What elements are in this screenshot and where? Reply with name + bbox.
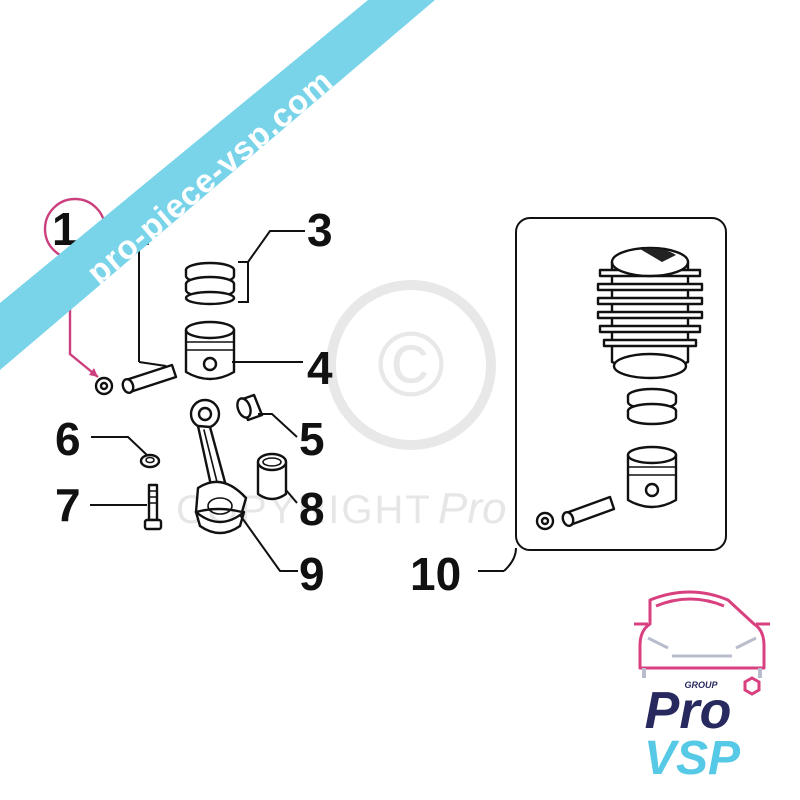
logo-group-text: GROUP [684, 680, 718, 690]
car-outline-icon [634, 590, 770, 678]
part-1-highlight-arrowhead [89, 368, 98, 377]
hexagon-nut-icon [743, 676, 761, 696]
part-10-cylinder-kit[interactable] [515, 217, 727, 551]
callout-10: 10 [410, 548, 461, 600]
kit-piston [626, 445, 678, 509]
part-7-bolt[interactable] [143, 483, 163, 531]
logo-vsp-text: VSP [644, 732, 741, 785]
website-ribbon-band [0, 0, 435, 370]
part-1-circlip[interactable] [94, 376, 114, 396]
callout-3: 3 [307, 204, 333, 256]
callout-6: 6 [55, 413, 81, 465]
website-ribbon-text: pro-piece-vsp.com [79, 62, 339, 291]
callout-5: 5 [299, 413, 325, 465]
part-8-big-end-bearing[interactable] [256, 452, 288, 501]
kit-gudgeon-pin [561, 495, 616, 528]
kit-piston-rings [626, 387, 678, 426]
copyright-watermark-ring [326, 280, 496, 450]
callout-9: 9 [299, 548, 325, 600]
kit-cylinder-barrel [596, 246, 704, 380]
part-2-gudgeon-pin[interactable] [121, 363, 178, 395]
part-3-piston-rings[interactable] [184, 261, 236, 306]
pro-vsp-logo: GROUP Pro VSP [634, 590, 770, 785]
part-5-small-end-bush[interactable] [235, 393, 264, 422]
callout-leader-lines [90, 230, 517, 572]
kit-circlip [535, 511, 555, 531]
part-4-piston[interactable] [184, 320, 236, 381]
callout-8: 8 [299, 483, 325, 535]
part-6-nut[interactable] [139, 453, 161, 469]
callout-7: 7 [55, 479, 81, 531]
part-9-connecting-rod[interactable] [189, 398, 248, 535]
callout-4: 4 [307, 342, 333, 394]
website-ribbon: pro-piece-vsp.com [0, 0, 435, 370]
copyright-symbol: © [377, 314, 445, 416]
logo-pro-text: Pro [645, 682, 732, 740]
